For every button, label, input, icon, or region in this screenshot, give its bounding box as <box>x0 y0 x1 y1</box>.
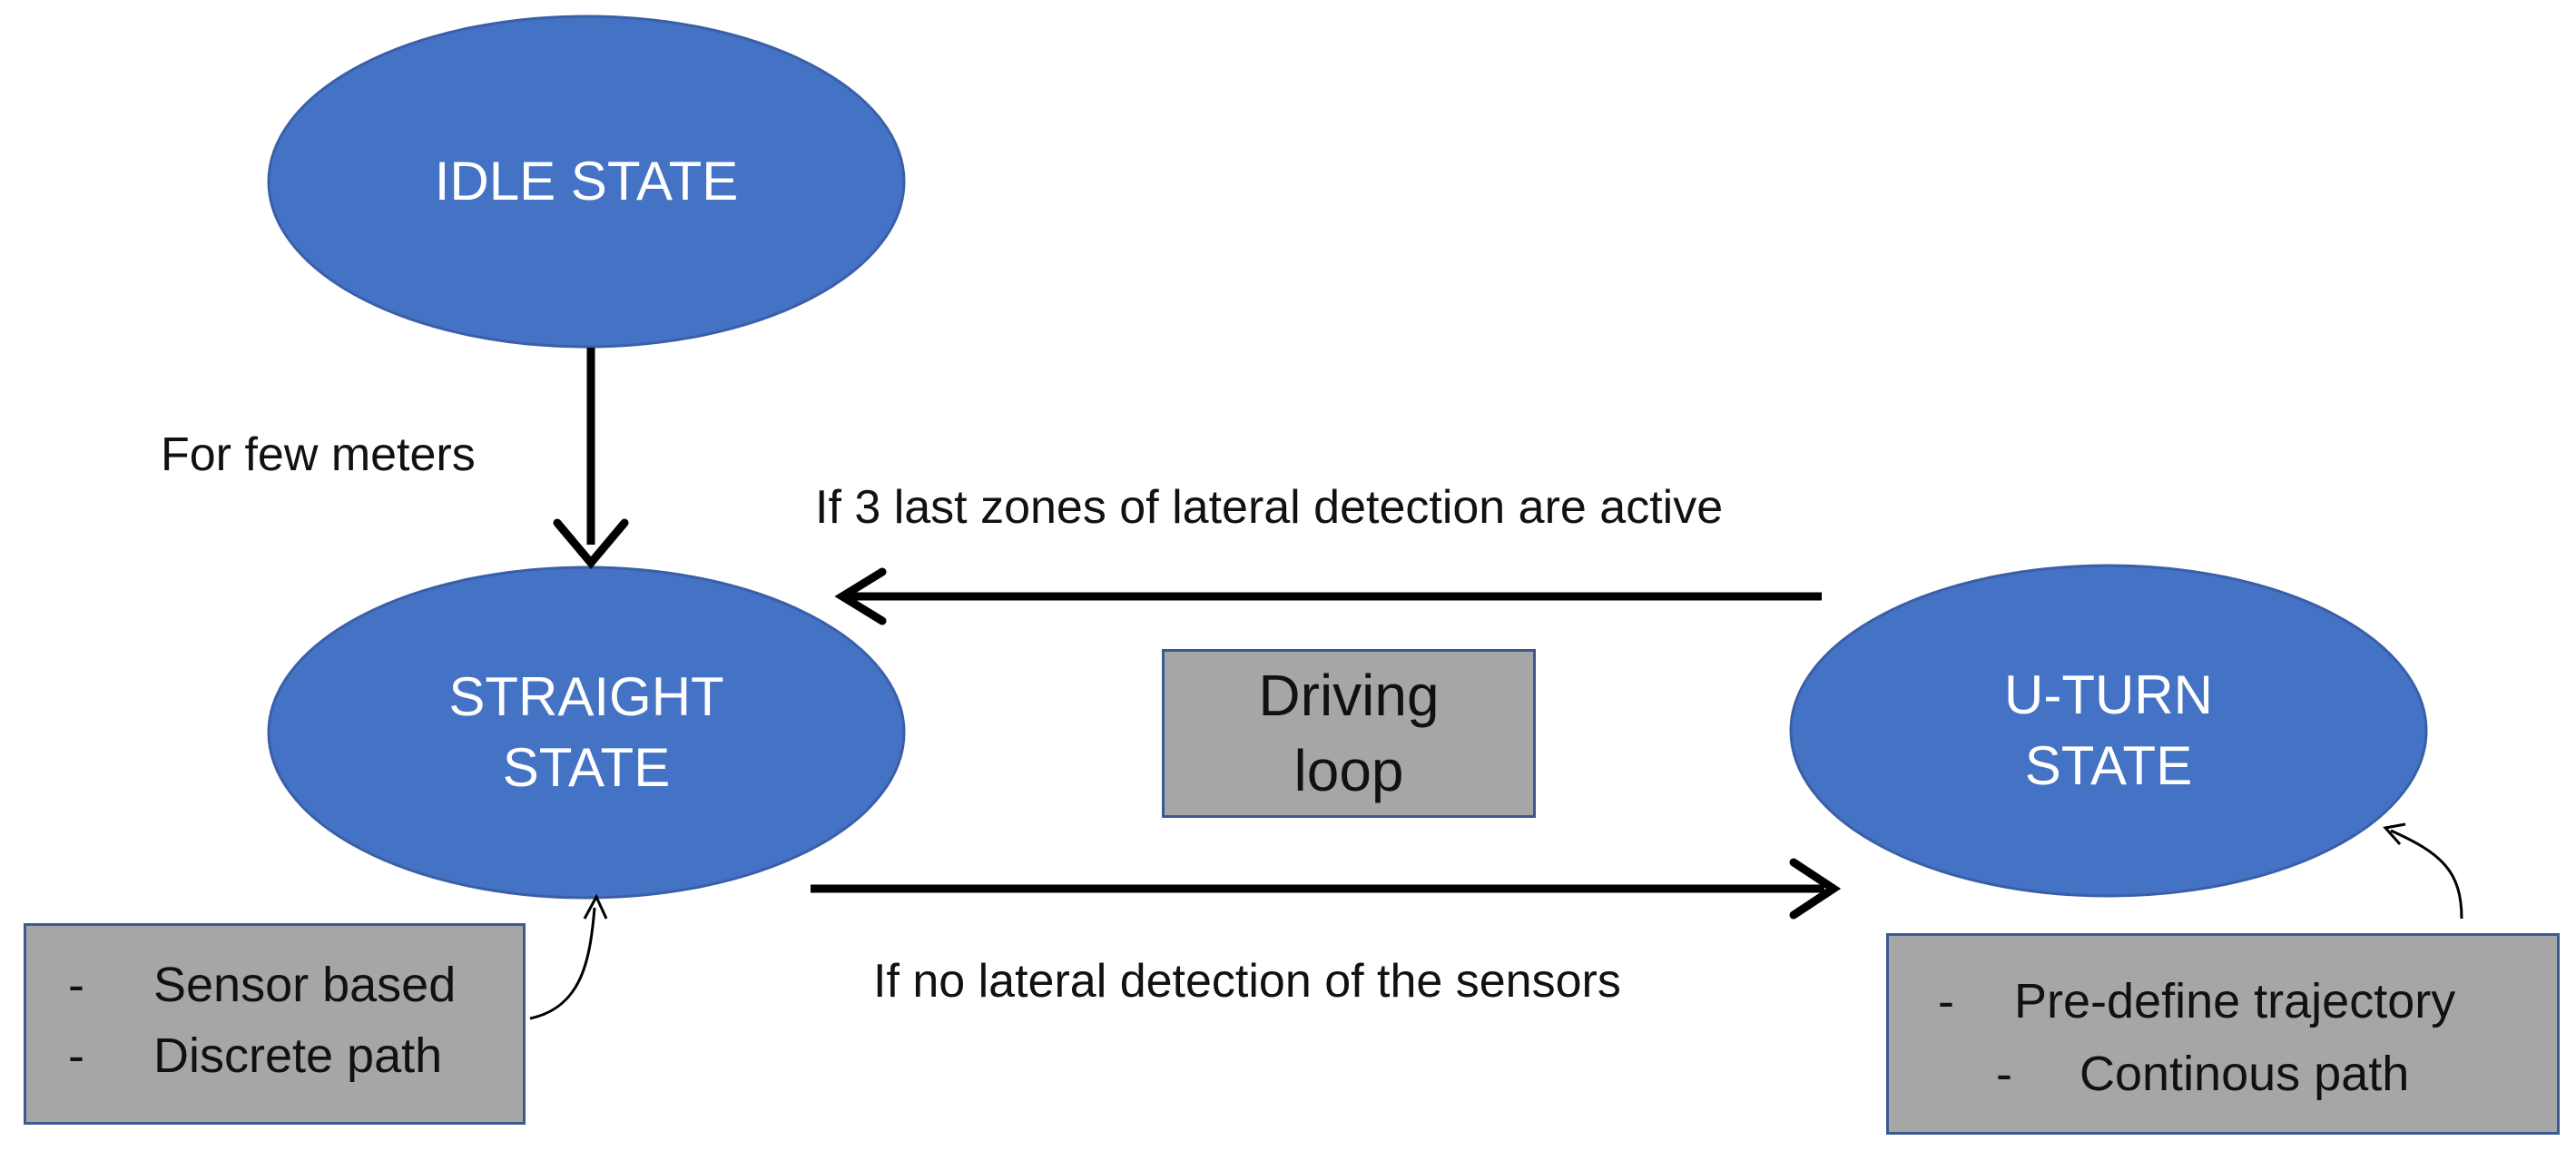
arrow-uturn-to-straight <box>834 567 1822 625</box>
uturn-state-node <box>1789 564 2428 898</box>
straight-note-box: - Sensor based - Discrete path <box>24 923 526 1125</box>
connector-note-to-straight <box>529 893 608 1020</box>
arrow-idle-to-straight <box>553 348 629 569</box>
label-straight-to-uturn: If no lateral detection of the sensors <box>873 955 1621 1008</box>
driving-loop-line2: loop <box>1293 738 1404 803</box>
straight-note-bullet-2: - <box>68 1028 84 1083</box>
straight-note-item-1: Sensor based <box>153 958 457 1012</box>
driving-loop-box: Driving loop <box>1162 649 1536 818</box>
uturn-note-box: - Pre-define trajectory - Continous path <box>1886 933 2560 1135</box>
uturn-note-item-1: Pre-define trajectory <box>2014 974 2456 1028</box>
uturn-note-item-2: Continous path <box>2079 1047 2410 1101</box>
idle-state-node <box>267 15 906 349</box>
straight-state-node <box>267 566 906 900</box>
connector-note-to-uturn <box>2383 822 2463 920</box>
straight-note-bullet-1: - <box>68 958 84 1012</box>
uturn-note-bullet-1: - <box>1938 974 1954 1028</box>
arrow-straight-to-uturn <box>811 858 1842 920</box>
uturn-note-bullet-2: - <box>1996 1047 2012 1101</box>
label-idle-to-straight: For few meters <box>161 428 476 481</box>
straight-note-item-2: Discrete path <box>153 1028 443 1083</box>
driving-loop-line1: Driving <box>1258 662 1440 728</box>
label-uturn-to-straight: If 3 last zones of lateral detection are… <box>815 481 1724 534</box>
